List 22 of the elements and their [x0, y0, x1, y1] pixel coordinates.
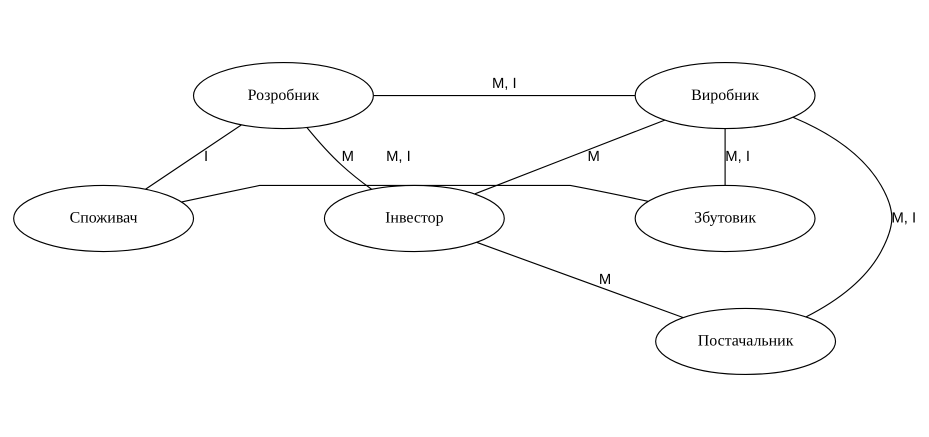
connector [181, 184, 648, 202]
connector [373, 95, 635, 96]
node-ellipse: Збутовик [634, 184, 816, 252]
edge-label: M [586, 148, 600, 165]
connector [144, 124, 242, 190]
connector [724, 128, 726, 186]
node-ellipse: Споживач [12, 184, 194, 252]
edge-label: I [203, 148, 208, 165]
edge-label: M [341, 148, 354, 165]
connector [306, 127, 372, 190]
connector [474, 120, 665, 194]
node-ellipse: Інвестор [323, 184, 504, 252]
connector [792, 116, 892, 318]
node-ellipse: Розробник [192, 62, 374, 130]
edge-label: M [598, 272, 611, 288]
connector [476, 242, 683, 318]
edge-label: M, I [386, 148, 410, 165]
edge-label: M, I [491, 76, 516, 92]
node-ellipse: Постачальник [654, 308, 836, 376]
edge-label: M, I [890, 210, 916, 226]
edge-label: M, I [724, 148, 750, 165]
node-ellipse: Виробник [634, 62, 816, 130]
